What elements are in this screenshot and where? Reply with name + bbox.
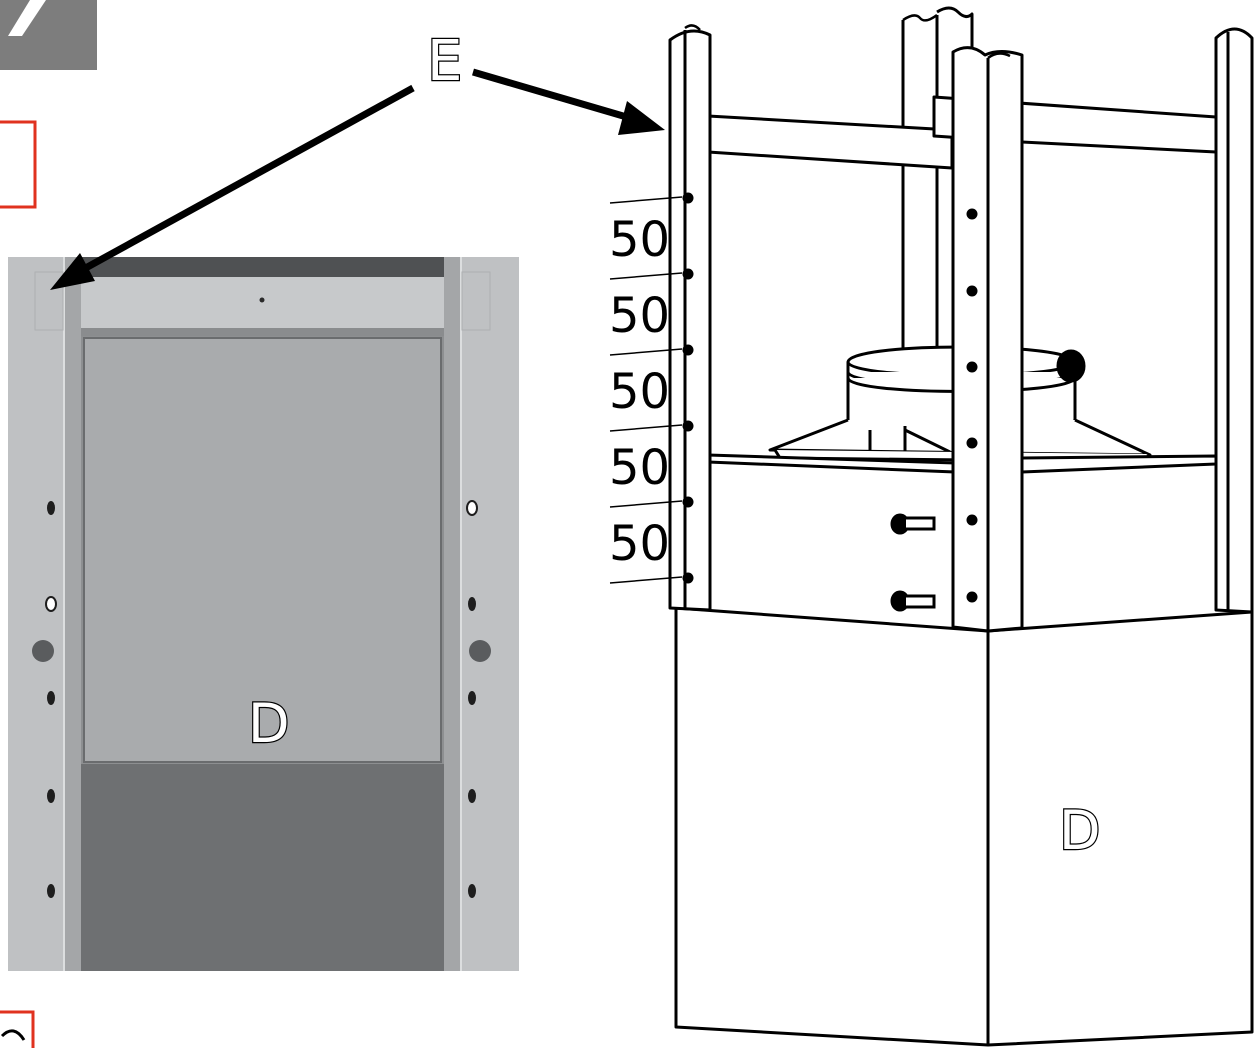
chimney-box (674, 606, 1254, 1047)
arrow-head-right (618, 101, 665, 135)
photo-cabinet (8, 257, 519, 971)
screws (890, 513, 936, 612)
callout-box-top (0, 120, 37, 209)
part-label-e: E (427, 29, 462, 94)
dimension-ticks (609, 196, 683, 584)
dimension-label: 50 (609, 440, 670, 496)
dimension-label: 50 (609, 516, 670, 572)
callout-box-bottom-glyph (0, 1029, 26, 1041)
top-plate-right (1020, 454, 1218, 474)
screw-lower (890, 590, 936, 612)
upright-right (1214, 27, 1254, 614)
upright-holes-left (682, 192, 694, 584)
upright-front-left (668, 24, 712, 612)
part-label-d-drawing: D (1059, 799, 1101, 862)
upright-front-center (951, 46, 1024, 633)
screw-upper (890, 513, 936, 535)
cross-bar-left (706, 114, 954, 170)
arrow-head-left (50, 253, 95, 290)
hood-drawing (668, 6, 1254, 1047)
step-badge (0, 0, 97, 70)
callout-box-bottom (0, 1010, 35, 1048)
part-label-d-photo: D (248, 692, 290, 755)
dimension-label: 50 (609, 288, 670, 344)
dimension-labels: 50 50 50 50 50 (609, 212, 670, 572)
dimension-label: 50 (609, 212, 670, 268)
callout-arrows (50, 68, 665, 290)
upright-holes-center (966, 208, 978, 603)
dimension-label: 50 (609, 364, 670, 420)
